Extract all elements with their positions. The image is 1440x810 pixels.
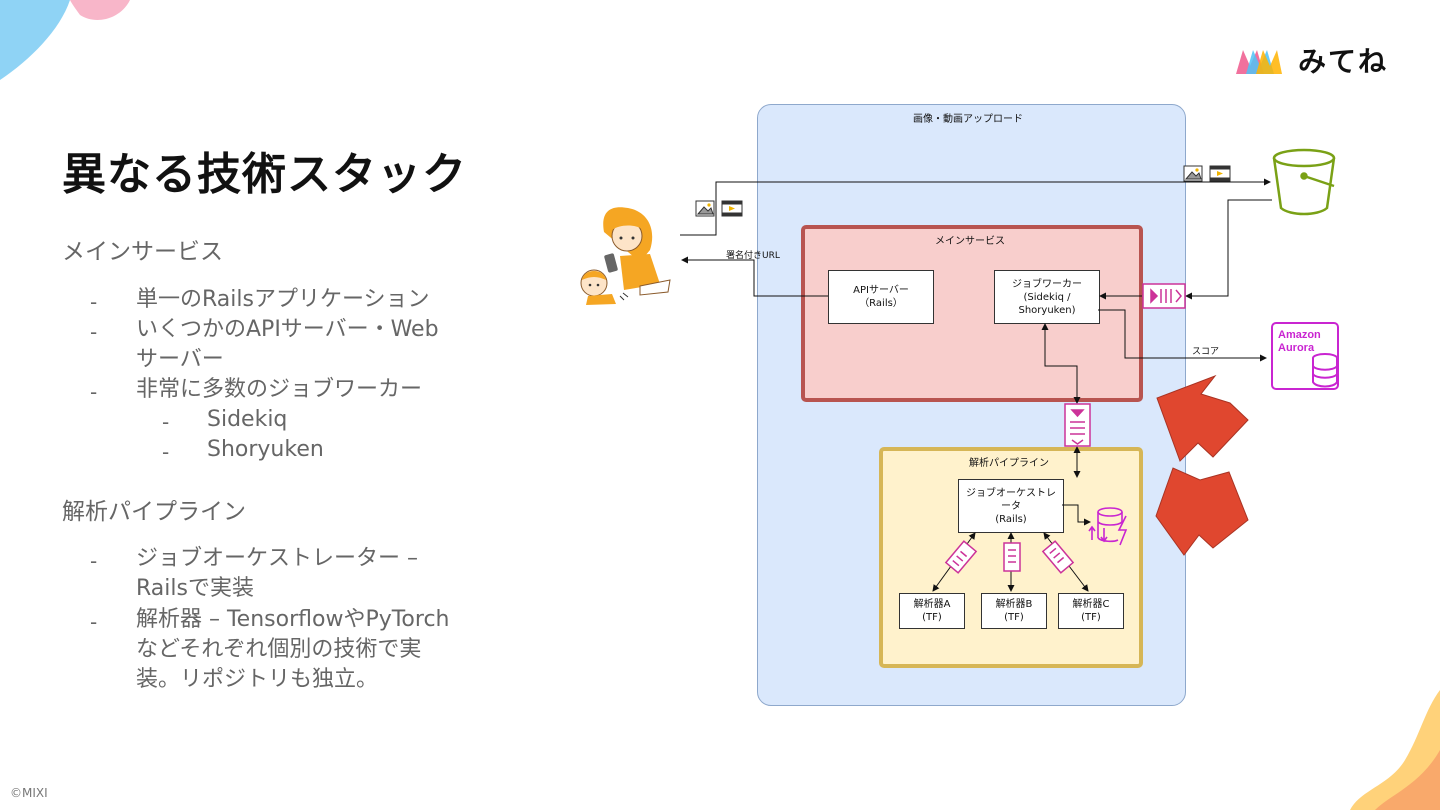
node-label: （Rails） [859, 298, 903, 309]
bullet-line: 非常に多数のジョブワーカー [136, 377, 423, 402]
aurora-label-line: Amazon [1278, 329, 1321, 341]
s3-bucket-icon [1272, 148, 1336, 216]
node-label: (Sidekiq / Shoryuken) [1018, 291, 1076, 316]
api-server-node: APIサーバー （Rails） [828, 270, 934, 324]
bullet-line: いくつかのAPIサーバー・Web [136, 317, 439, 342]
job-worker-node: ジョブワーカー (Sidekiq / Shoryuken) [994, 270, 1100, 324]
node-label: 解析器B [995, 599, 1033, 610]
bullet-line: 単一のRailsアプリケーション [136, 287, 430, 312]
aurora-label-line: Aurora [1278, 342, 1315, 354]
bullet-dash: - [90, 549, 98, 573]
copyright: ©MIXI [10, 786, 48, 800]
signed-url-label: 署名付きURL [726, 251, 780, 261]
aurora-database-icon: Amazon Aurora [1271, 322, 1339, 390]
bullet-line: などそれぞれ個別の技術で実 [136, 637, 422, 662]
node-label: 解析器C [1072, 599, 1110, 610]
bullet-dash: - [90, 320, 98, 344]
pipeline-title: 解析パイプライン [969, 458, 1049, 469]
video-icon [1209, 165, 1231, 182]
bullet-dash: - [162, 410, 170, 434]
corner-blob-top-left [0, 0, 130, 80]
corner-blob-bottom-right [1350, 690, 1440, 810]
mitene-logo-icon [1236, 50, 1282, 74]
node-label: APIサーバー [853, 285, 909, 296]
bullet-item: 非常に多数のジョブワーカー [136, 375, 422, 405]
node-label: (TF) [1004, 612, 1024, 623]
image-icon [695, 200, 715, 217]
node-label: ジョブワーカー [1012, 278, 1082, 290]
slide-title: 異なる技術スタック [62, 149, 467, 200]
bullet-item: いくつかのAPIサーバー・Web サーバー [136, 315, 439, 375]
brand-name: みてね [1298, 45, 1389, 78]
brand-logo: みてね [1234, 40, 1388, 80]
bullet-dash: - [90, 290, 98, 314]
node-label: (Rails) [995, 513, 1027, 525]
bullet-line: Railsで実装 [136, 576, 254, 601]
bullet-dash: - [162, 440, 170, 464]
node-label: 解析器A [913, 599, 951, 610]
node-label: (TF) [1081, 612, 1101, 623]
bullet-item: ジョブオーケストレーター – Railsで実装 [136, 544, 418, 604]
section-heading-pipeline: 解析パイプライン [62, 499, 246, 525]
sub-bullet-item: Sidekiq [207, 407, 288, 432]
bullet-item: 単一のRailsアプリケーション [136, 285, 430, 315]
node-label: ータ [1001, 500, 1021, 512]
bullet-item: 解析器 – TensorflowやPyTorch などそれぞれ個別の技術で実 装… [136, 605, 450, 695]
bullet-line: ジョブオーケストレーター – [136, 546, 418, 571]
node-label: (TF) [922, 612, 942, 623]
bullet-dash: - [90, 610, 98, 634]
node-label: ジョブオーケストレ [966, 487, 1056, 499]
analyzer-b-node: 解析器B (TF) [981, 593, 1047, 629]
orchestrator-node: ジョブオーケストレ ータ (Rails) [958, 479, 1064, 533]
analyzer-c-node: 解析器C (TF) [1058, 593, 1124, 629]
bullet-line: 解析器 – TensorflowやPyTorch [136, 607, 450, 632]
analyzer-a-node: 解析器A (TF) [899, 593, 965, 629]
score-label: スコア [1192, 347, 1220, 357]
main-service-title: メインサービス [935, 236, 1005, 247]
video-icon [721, 200, 743, 217]
sub-bullet-item: Shoryuken [207, 437, 324, 462]
bullet-line: サーバー [136, 347, 224, 372]
image-icon [1183, 165, 1203, 182]
section-heading-main-service: メインサービス [62, 239, 223, 265]
upload-container-title: 画像・動画アップロード [913, 114, 1023, 125]
s3-event-arrow [1185, 199, 1272, 300]
bullet-dash: - [90, 380, 98, 404]
bullet-line: 装。リポジトリも独立。 [136, 667, 379, 692]
parent-child-illustration [580, 207, 671, 305]
